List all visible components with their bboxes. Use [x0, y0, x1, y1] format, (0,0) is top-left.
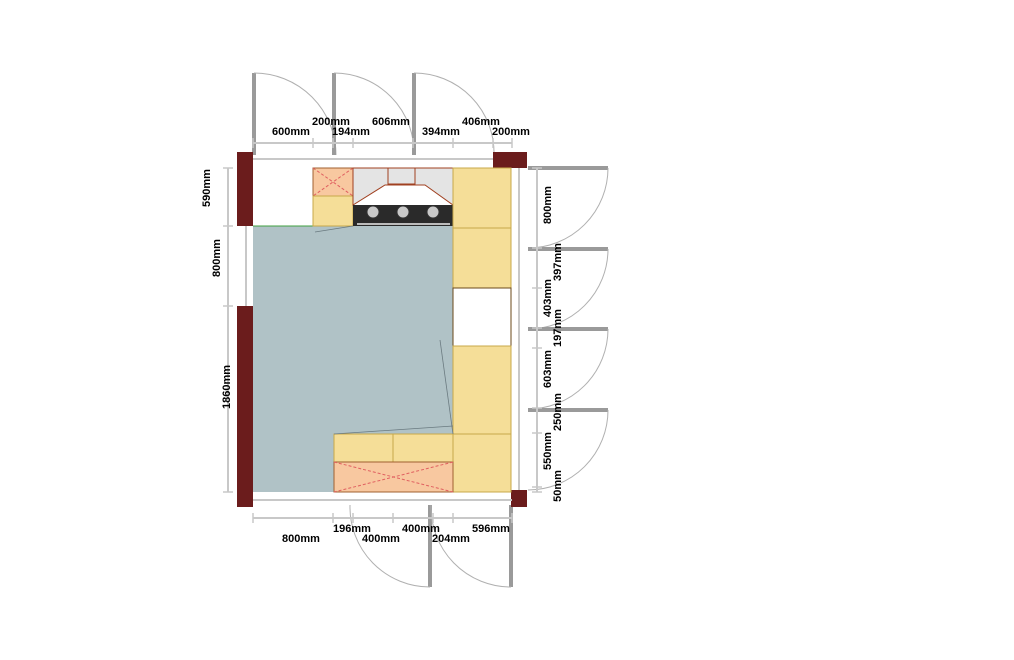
right-unit-2[interactable] — [452, 227, 512, 289]
dim-right-603: 603mm — [542, 350, 554, 388]
hood-chimney — [387, 167, 416, 185]
dim-bottom-596: 596mm — [472, 523, 510, 535]
wall-corner-br — [511, 490, 527, 507]
door-swing-right-3 — [527, 328, 609, 410]
door-swing-bottom-1 — [349, 504, 431, 588]
door-swing-right-4 — [527, 409, 609, 491]
dim-top-200: 200mm — [312, 116, 350, 128]
right-run — [452, 167, 512, 435]
dim-right-550: 550mm — [542, 432, 554, 470]
dim-left-590: 590mm — [201, 169, 213, 207]
dim-left-800: 800mm — [211, 239, 223, 277]
bottom-run — [314, 225, 512, 493]
bottom-corner-unit[interactable] — [452, 433, 512, 493]
dim-bottom-204: 204mm — [432, 533, 470, 545]
dim-right-403: 403mm — [542, 279, 554, 317]
dim-top-600: 600mm — [272, 126, 310, 138]
floor-area — [253, 226, 453, 492]
wall-right-top — [511, 152, 527, 168]
dim-right-50: 50mm — [552, 470, 564, 502]
dim-left-1860: 1860mm — [221, 365, 233, 409]
dim-right-800: 800mm — [542, 186, 554, 224]
wall-left-upper — [237, 152, 253, 226]
dim-top-406: 406mm — [462, 116, 500, 128]
right-doors — [527, 166, 609, 491]
door-swing-right-1 — [527, 167, 609, 249]
bottom-unit-2[interactable] — [392, 433, 454, 463]
wall-corner-tl — [237, 152, 253, 168]
hob-burner-1 — [366, 205, 380, 219]
door-swing-right-2 — [527, 248, 609, 330]
dim-right-397: 397mm — [552, 243, 564, 281]
right-opening[interactable] — [452, 287, 512, 347]
dim-top-394: 394mm — [422, 126, 460, 138]
dim-right-250: 250mm — [552, 393, 564, 431]
bottom-unit-1[interactable] — [333, 433, 394, 463]
top-base-unit[interactable] — [312, 195, 354, 227]
dimension-lines — [223, 138, 542, 523]
hob-burner-2 — [396, 205, 410, 219]
dim-bottom-196: 196mm — [333, 523, 371, 535]
dim-bottom-400b: 400mm — [362, 533, 400, 545]
wall-left-lower — [237, 306, 253, 507]
right-unit-1[interactable] — [452, 167, 512, 229]
hob-burner-3 — [426, 205, 440, 219]
dim-bottom-400: 400mm — [402, 523, 440, 535]
wall-bottom-left — [237, 492, 253, 507]
dim-bottom-800: 800mm — [282, 533, 320, 545]
dim-top-200b: 200mm — [492, 126, 530, 138]
dim-right-197: 197mm — [552, 309, 564, 347]
dim-top-194: 194mm — [332, 126, 370, 138]
top-run — [312, 167, 454, 227]
top-doors — [252, 72, 495, 156]
dim-top-606: 606mm — [372, 116, 410, 128]
right-unit-3[interactable] — [452, 345, 512, 435]
walls — [237, 152, 527, 507]
